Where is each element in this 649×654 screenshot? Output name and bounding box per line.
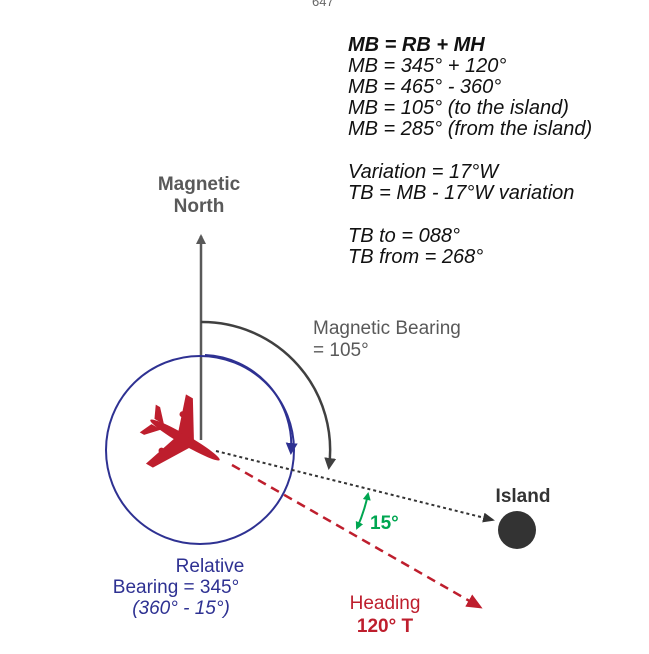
page-number: 647 xyxy=(312,0,334,9)
island-label: Island xyxy=(496,486,551,507)
calc-step2: MB = 465° - 360° xyxy=(348,76,502,98)
bearing-to-island-line xyxy=(215,450,495,523)
magnetic-north-label: Magnetic xyxy=(158,174,241,195)
angle-15-arc xyxy=(355,492,371,530)
calc-step4: MB = 285° (from the island) xyxy=(348,118,593,140)
relative-bearing-arc xyxy=(204,354,298,455)
airplane-icon xyxy=(139,394,220,468)
calc-step3: MB = 105° (to the island) xyxy=(348,97,569,119)
heading-value: 120° T xyxy=(357,616,414,637)
calc-tb-from: TB from = 268° xyxy=(348,246,484,268)
magnetic-bearing-value: = 105° xyxy=(313,340,369,361)
calc-tb-to: TB to = 088° xyxy=(348,225,460,247)
heading-line xyxy=(231,463,483,609)
heading-label: Heading xyxy=(350,593,421,614)
calc-formula: MB = RB + MH xyxy=(348,34,485,56)
magnetic-bearing-label: Magnetic Bearing xyxy=(313,318,461,339)
relative-bearing-label: Relative xyxy=(176,556,245,577)
calc-step1: MB = 345° + 120° xyxy=(348,55,507,77)
relative-bearing-calc: (360° - 15°) xyxy=(132,598,230,619)
calc-tb-formula: TB = MB - 17°W variation xyxy=(348,182,575,204)
angle-15-label: 15° xyxy=(370,513,399,534)
relative-bearing-value: Bearing = 345° xyxy=(113,577,239,598)
magnetic-north-label-2: North xyxy=(174,196,225,217)
magnetic-bearing-arc xyxy=(200,320,337,470)
island-shape xyxy=(498,511,536,549)
calc-variation: Variation = 17°W xyxy=(348,161,499,183)
